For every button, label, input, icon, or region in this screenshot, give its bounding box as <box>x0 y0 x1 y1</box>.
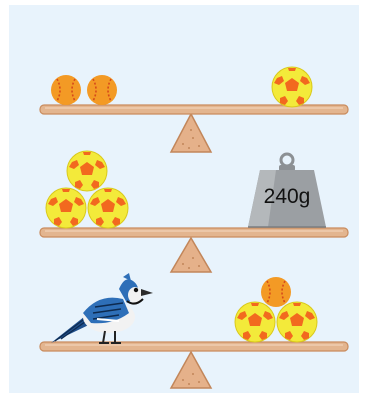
soccer-ball-icon <box>45 187 87 229</box>
soccer-ball-icon <box>276 301 318 343</box>
weight-240g: 240g <box>246 151 328 228</box>
plank <box>39 227 349 238</box>
soccer-ball-icon <box>66 150 108 192</box>
soccer-ball-icon <box>234 301 276 343</box>
plank <box>39 104 349 115</box>
scale-1 <box>9 5 359 155</box>
baseball-icon <box>87 75 117 105</box>
weight-label: 240g <box>263 185 311 208</box>
soccer-ball-icon <box>271 66 313 108</box>
baseball-icon <box>261 277 291 307</box>
fulcrum-icon <box>169 350 213 389</box>
fulcrum-icon <box>169 236 213 273</box>
weight-icon <box>248 152 326 228</box>
balance-scene: 240g <box>9 5 359 393</box>
fulcrum-icon <box>169 112 213 153</box>
blue-jay-icon <box>51 273 153 344</box>
scale-3 <box>9 5 359 393</box>
soccer-ball-icon <box>87 187 129 229</box>
scale-2: 240g <box>9 5 359 275</box>
plank <box>39 341 349 352</box>
baseball-icon <box>51 75 81 105</box>
